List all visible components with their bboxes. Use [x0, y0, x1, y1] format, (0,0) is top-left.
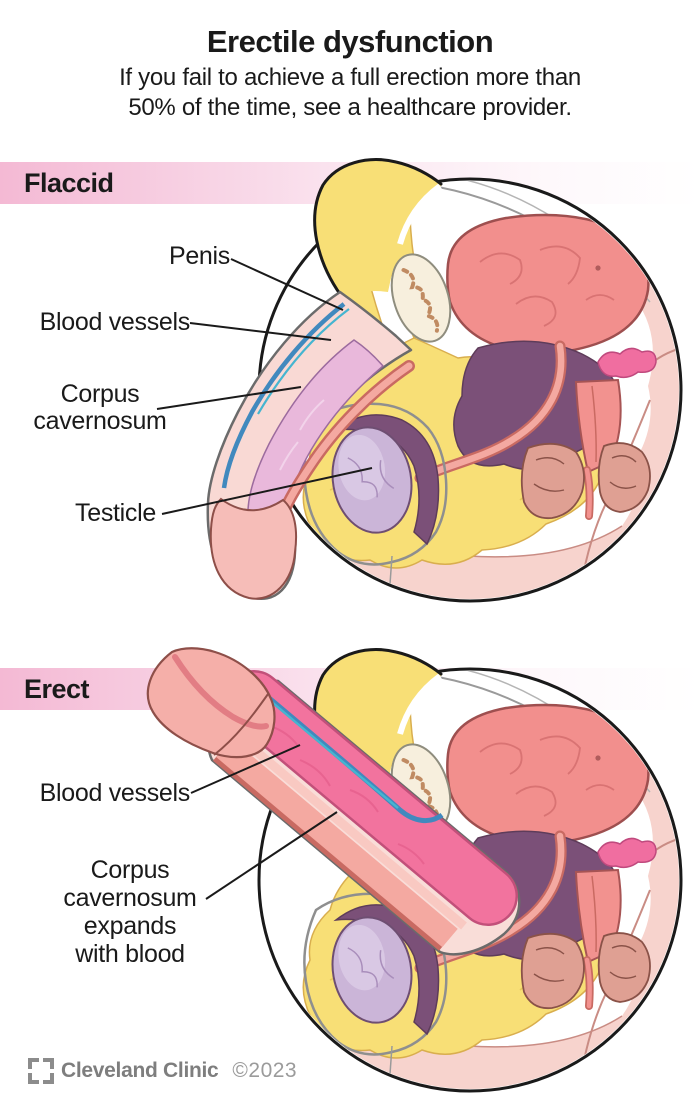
anal-sphincter	[597, 442, 651, 513]
pubic-bone	[390, 253, 452, 343]
bladder	[446, 213, 650, 355]
label-line: expands	[83, 912, 177, 940]
leader-line-penis	[230, 258, 344, 311]
label-blood-vessels-erect: Blood vessels	[39, 779, 191, 807]
label-line: Corpus	[90, 856, 170, 884]
leader-line-testicle	[161, 467, 373, 515]
anal-sphincter	[520, 442, 585, 520]
subtitle-line-1: If you fail to achieve a full erection m…	[119, 64, 581, 91]
testicle	[331, 426, 413, 534]
label-blood-vessels-flaccid: Blood vessels	[39, 308, 191, 336]
page-title: Erectile dysfunction	[206, 24, 494, 59]
leader-line-corpus	[205, 811, 338, 900]
flaccid-penis	[206, 290, 415, 600]
subtitle-line-2: 50% of the time, see a healthcare provid…	[128, 94, 572, 121]
label-line: cavernosum	[33, 407, 167, 435]
label-corpus-cavernosum-flaccid: Corpus cavernosum	[20, 381, 180, 435]
label-line: with blood	[75, 940, 185, 968]
blood-vessel-line	[221, 302, 346, 489]
erect-penis	[146, 647, 521, 956]
seminal-vesicle	[597, 347, 657, 379]
corona-fold	[213, 693, 269, 756]
scrotal-raphe	[389, 555, 393, 585]
label-line: Corpus	[60, 380, 140, 408]
blood-vessel-line	[257, 308, 350, 415]
erect-illustration	[146, 640, 700, 1116]
pelvis-cross-section	[257, 158, 683, 603]
copyright-text: ©2023	[232, 1059, 298, 1082]
label-testicle: Testicle	[75, 499, 156, 527]
corpus-cavernosum-erect	[226, 672, 516, 924]
flaccid-banner-label: Flaccid	[24, 168, 114, 198]
erect-banner-label: Erect	[24, 674, 90, 704]
blood-vessel-line	[265, 696, 399, 809]
abdomen-outline	[313, 158, 443, 303]
cleveland-clinic-logo-icon	[28, 1058, 54, 1084]
leader-line-corpus	[156, 386, 302, 410]
leader-line-blood-vessels	[190, 744, 301, 794]
brand-name: Cleveland Clinic	[61, 1059, 219, 1082]
scrotum-outline	[303, 402, 448, 566]
corpus-spongiosum	[216, 738, 458, 948]
label-line: cavernosum	[63, 884, 197, 912]
flaccid-illustration	[156, 158, 683, 603]
label-corpus-expands: Corpus cavernosum expands with blood	[20, 856, 240, 968]
label-penis: Penis	[168, 242, 230, 270]
footer: Cleveland Clinic ©2023	[28, 1058, 297, 1084]
glans	[209, 497, 298, 600]
leader-line-blood-vessels	[189, 322, 332, 341]
